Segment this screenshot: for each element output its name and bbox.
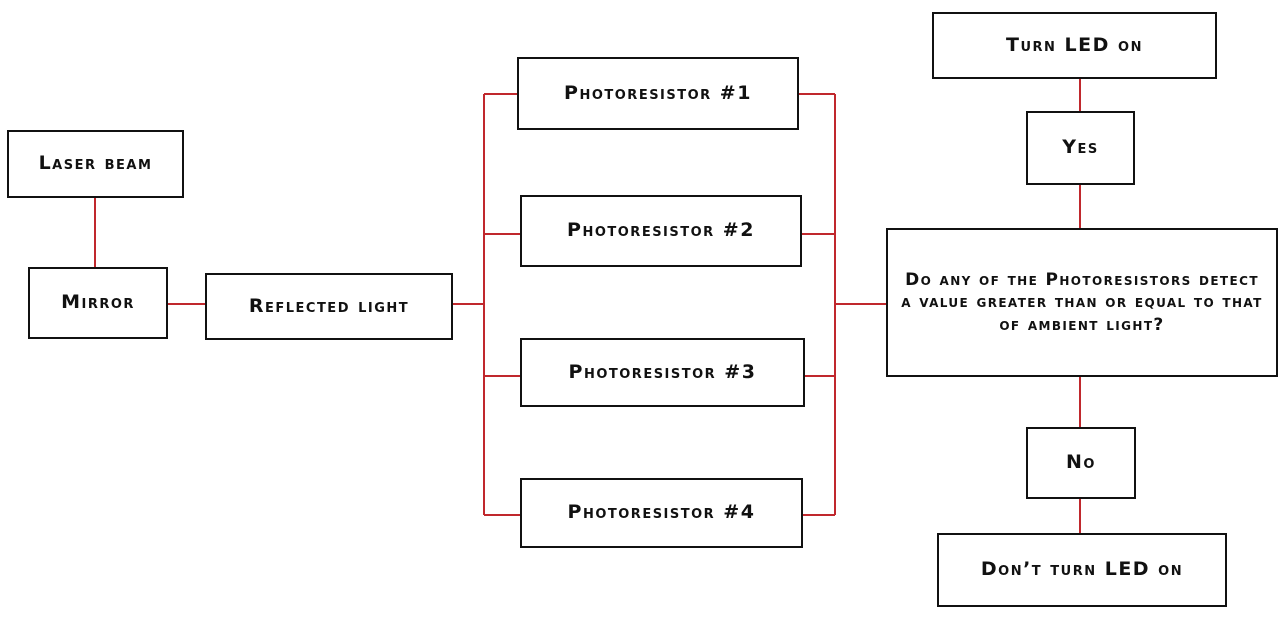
mirror-label: Mirror [61,291,135,314]
yes-label: Yes [1062,136,1099,159]
photoresistor-4-label: Photoresistor #4 [567,501,756,524]
yes-box: Yes [1026,111,1135,185]
photoresistor-3-label: Photoresistor #3 [568,360,757,383]
photoresistor-2-label: Photoresistor #2 [567,219,755,242]
no-box: No [1026,427,1136,499]
mirror-box: Mirror [28,267,168,339]
reflected-light-box: Reflected light [205,273,453,340]
photoresistor-3-box: Photoresistor #3 [520,338,805,407]
decision-box: Do any of the Photoresistors detect a va… [886,228,1278,377]
reflected-light-label: Reflected light [248,294,410,317]
no-label: No [1066,451,1096,474]
turn-led-on-label: Turn LED on [1006,33,1143,56]
turn-led-on-box: Turn LED on [932,12,1217,79]
dont-turn-led-on-box: Don’t turn LED on [937,533,1227,607]
decision-label: Do any of the Photoresistors detect a va… [901,269,1263,335]
photoresistor-4-box: Photoresistor #4 [520,478,803,548]
dont-turn-led-on-label: Don’t turn LED on [980,558,1184,581]
photoresistor-2-box: Photoresistor #2 [520,195,802,267]
photoresistor-1-label: Photoresistor #1 [564,81,752,104]
laser-beam-box: Laser beam [7,130,184,198]
photoresistor-1-box: Photoresistor #1 [517,57,799,130]
laser-beam-label: Laser beam [38,152,153,175]
